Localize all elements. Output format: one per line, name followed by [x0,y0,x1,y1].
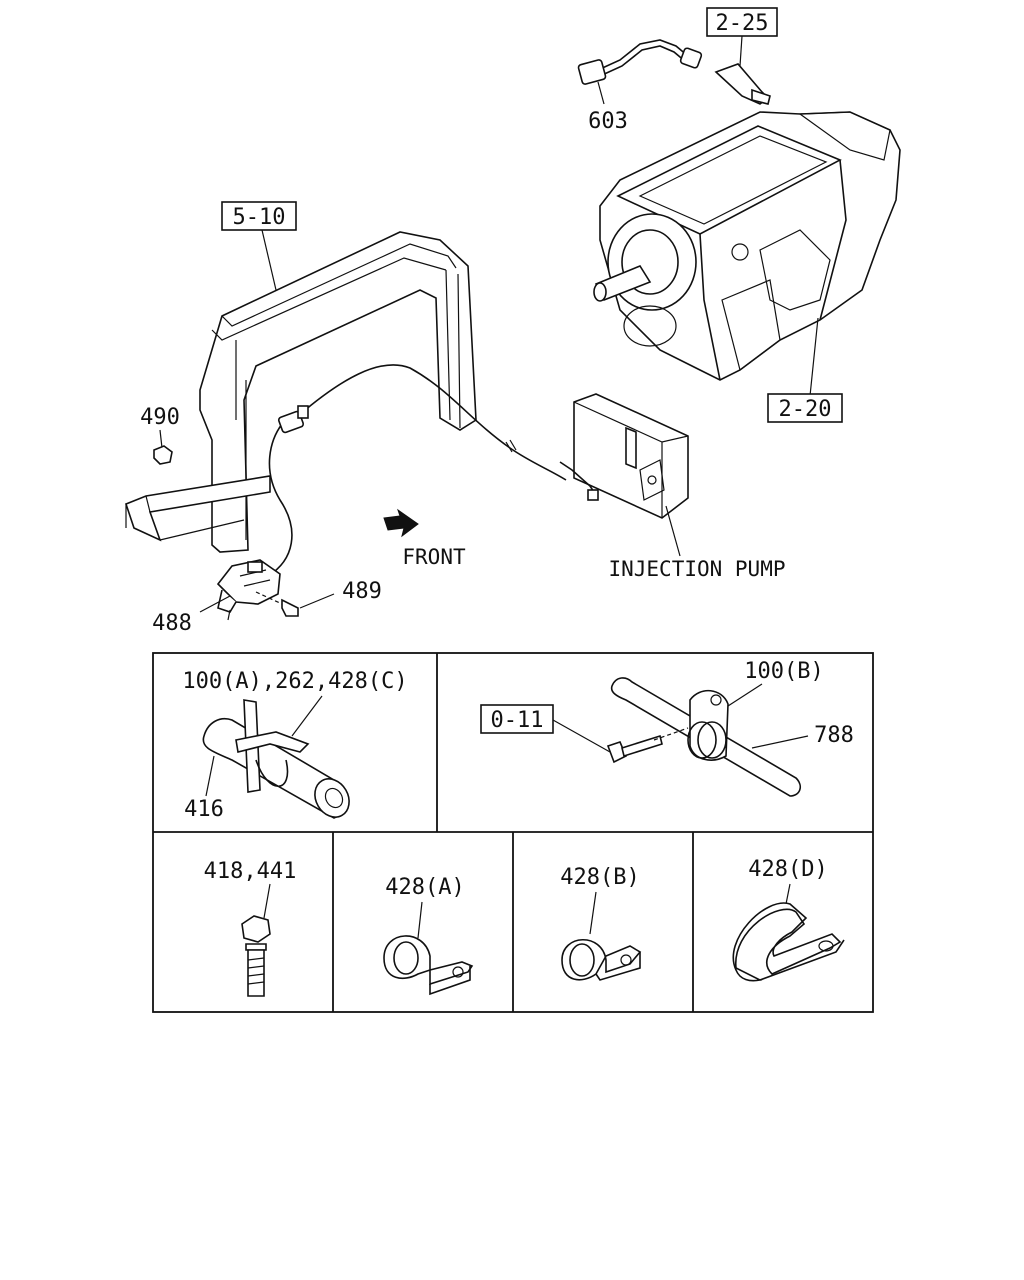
ref-box-2-20[interactable] [767,393,843,423]
part-490-label: 490 [140,405,180,430]
panel-b-clamp-label: 100(B) [744,659,823,684]
ref-box-5-10[interactable] [221,201,297,231]
clip-a-label: 428(A) [385,875,464,900]
part-416-label: 416 [184,797,224,822]
detail-panel-bolt: 418,441 [204,859,297,997]
speed-sensor-harness: 2-25 603 [577,7,778,134]
ref-5-10-label: 5-10 [233,205,286,230]
part-488-label: 488 [152,611,192,636]
detail-panel-clip-a: 428(A) [383,875,474,996]
ref-box-0-11[interactable] [480,704,554,734]
injection-pump: INJECTION PUMP [559,393,786,581]
front-indicator: FRONT [383,508,466,569]
ref-2-20-label: 2-20 [779,397,832,422]
detail-panel-clip-b: 428(B) [560,865,642,981]
frame-bracket: 5-10 490 [125,201,567,577]
detail-panel-pipe-clamp: 100(B) 0-11 788 [480,659,854,797]
switch-assembly: 488 489 [152,559,382,636]
detail-panel-band-clamp: 100(A),262,428(C) 416 [182,669,407,822]
injection-pump-label: INJECTION PUMP [608,557,785,581]
panel-a-title: 100(A),262,428(C) [182,669,407,694]
transmission-case: 2-20 [593,111,901,423]
front-arrow-icon [383,508,419,538]
detail-panel-clip-d: 428(D) [732,857,845,982]
part-788-label: 788 [814,723,854,748]
part-603-label: 603 [588,109,628,134]
bolt-label: 418,441 [204,859,297,884]
ref-2-25-label: 2-25 [716,11,769,36]
clip-b-label: 428(B) [560,865,639,890]
part-489-label: 489 [342,579,382,604]
ref-0-11-label: 0-11 [491,708,544,733]
clip-d-label: 428(D) [748,857,827,882]
front-label: FRONT [402,545,466,569]
